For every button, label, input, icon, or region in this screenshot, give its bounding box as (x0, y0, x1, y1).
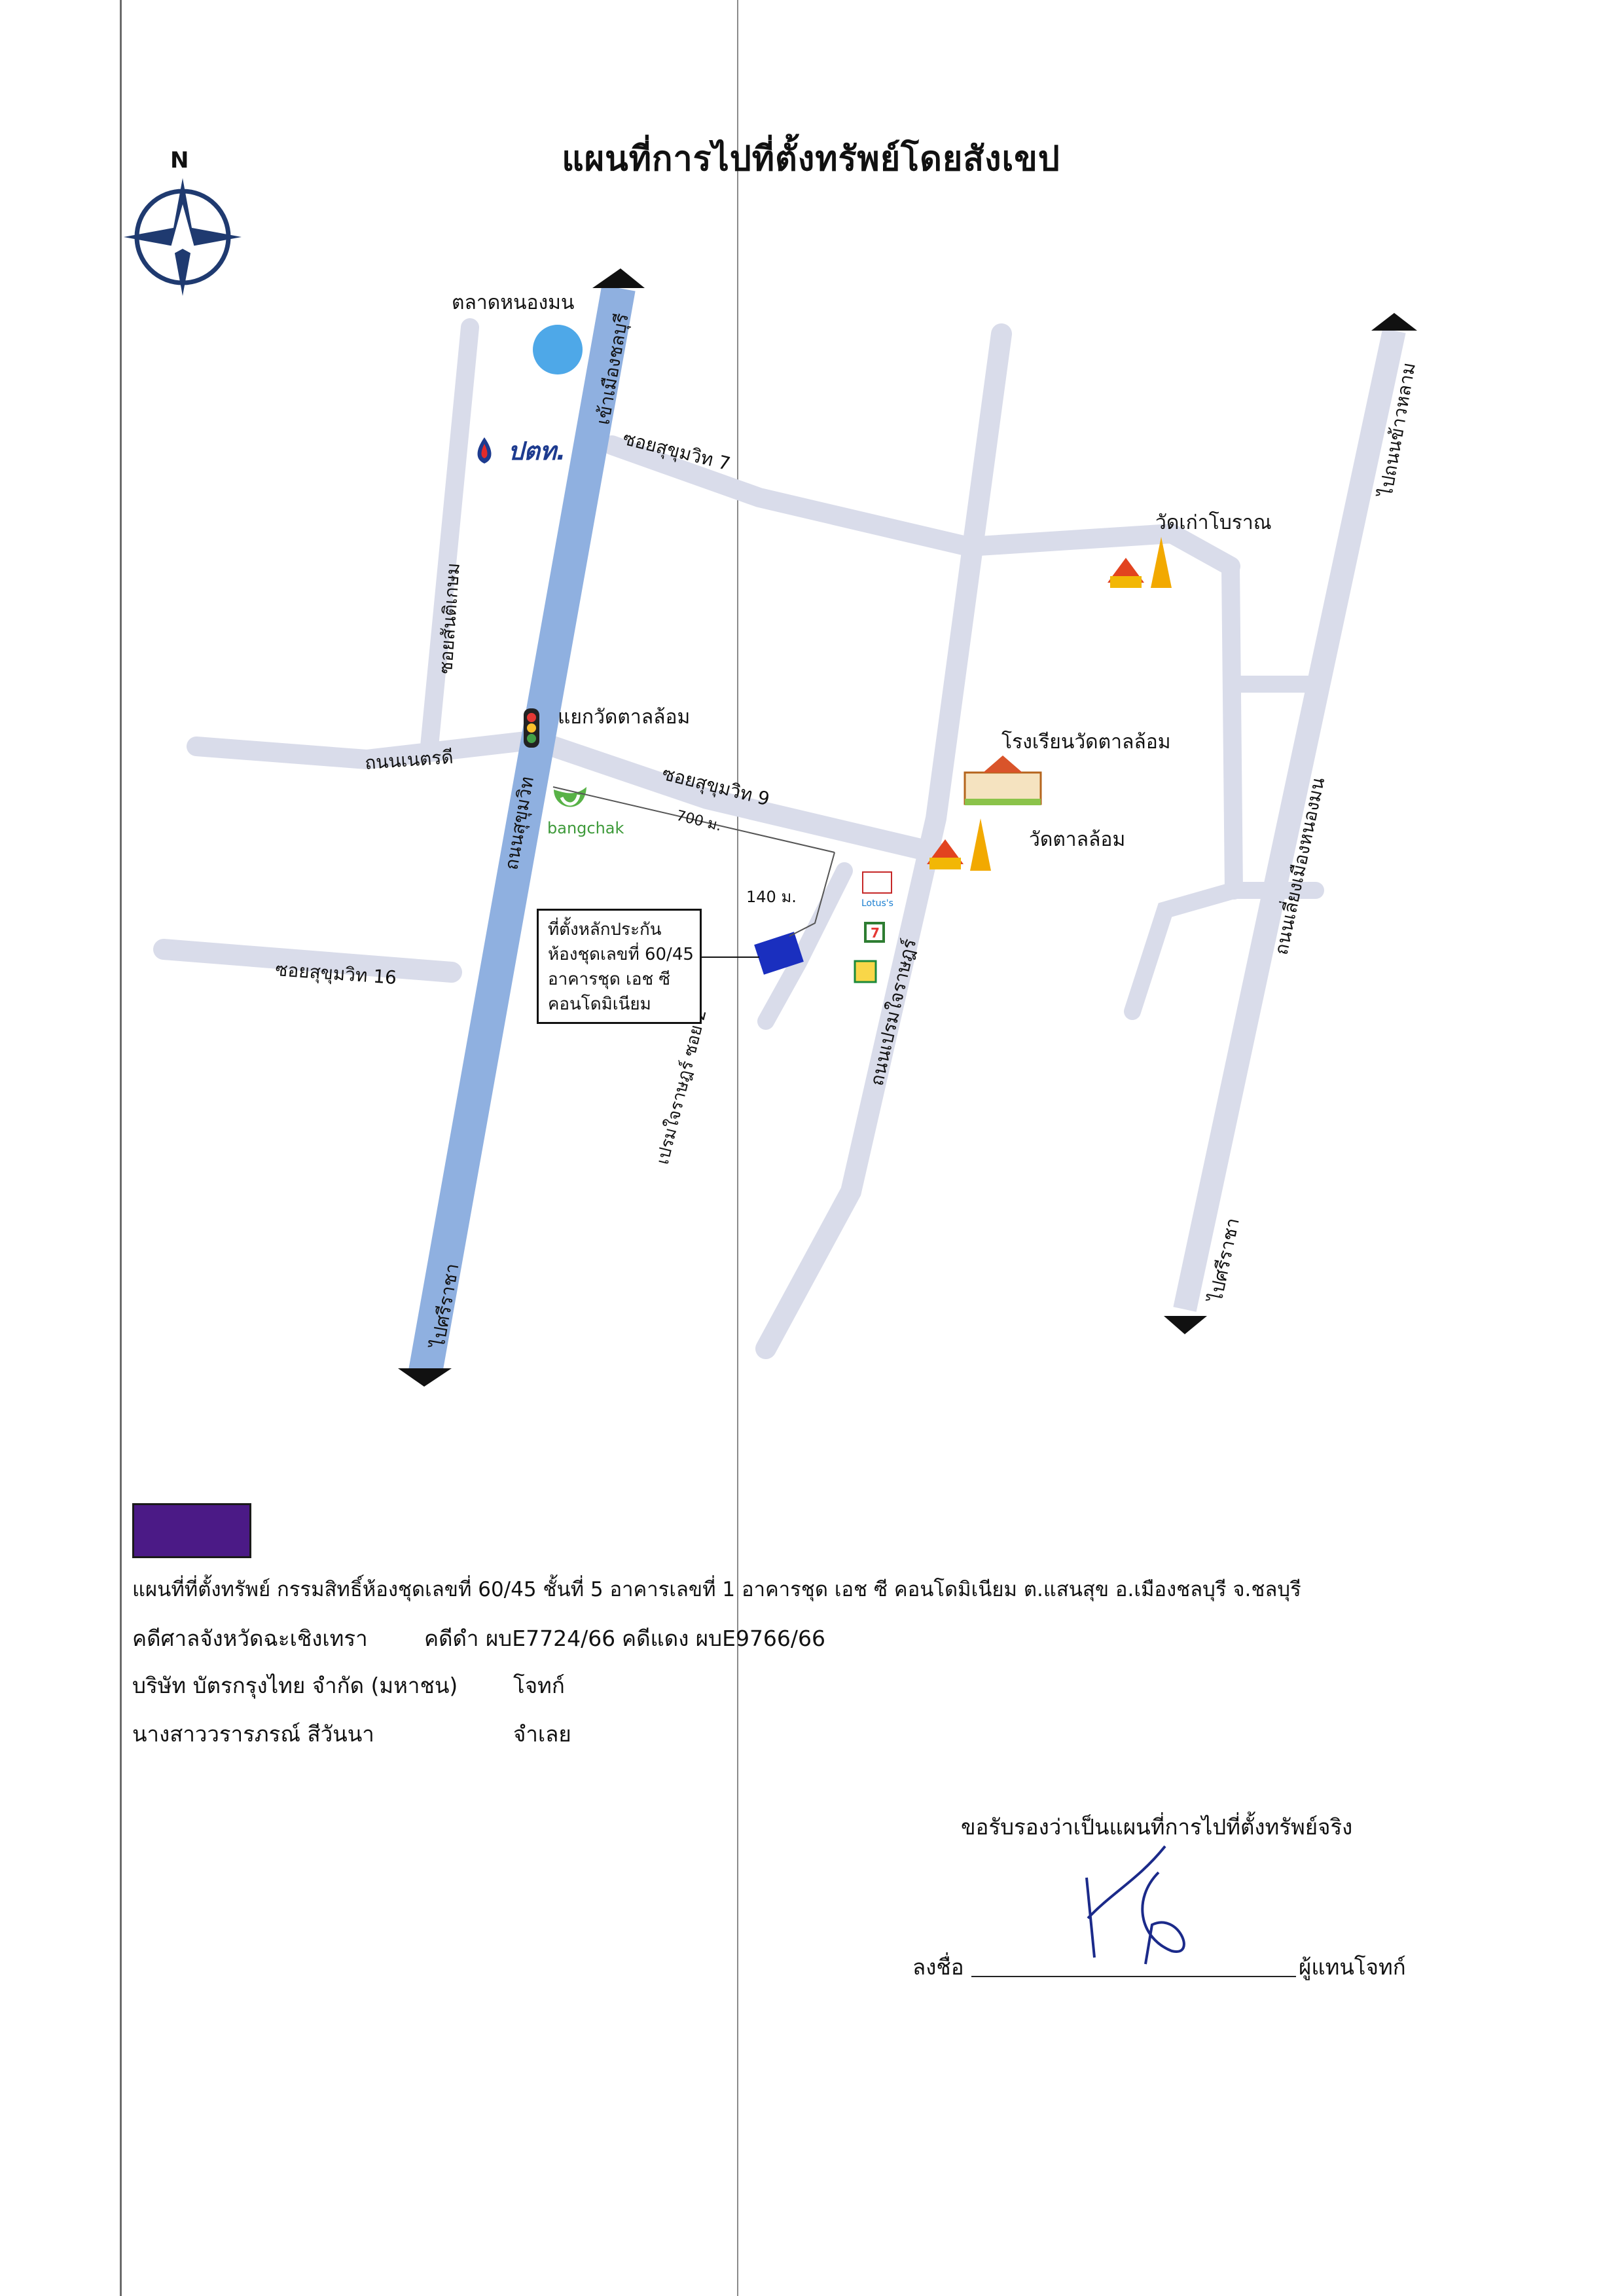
defendant-name: นางสาววรารภรณ์ สีวันนา (132, 1721, 374, 1747)
signature-line (971, 1976, 1296, 1977)
shop-icon (854, 960, 877, 983)
distance-700-label: 700 ม. (675, 808, 723, 835)
plaintiff-name: บริษัท บัตรกรุงไทย จำกัด (มหาชน) (132, 1673, 458, 1698)
svg-text:7: 7 (871, 925, 880, 941)
callout-line4: คอนโดมิเนียม (548, 994, 651, 1014)
red-case-label: คดีแดง ผบE9766/66 (622, 1626, 826, 1651)
callout-line3: อาคารชุด เอช ซี (548, 970, 671, 989)
soi-santikasem-road (420, 318, 479, 762)
compass-letter: N (170, 147, 189, 173)
right-loop-road (1221, 557, 1243, 900)
page-title: แผนที่การไปที่ตั้งทรัพย์โดยสังเขป (562, 139, 1060, 179)
ptt-logo-text: ปตท. (508, 437, 566, 465)
right-short-road (1124, 882, 1242, 1020)
wat-kao-boran-icon (1108, 537, 1172, 588)
seven-eleven-icon: 7 (864, 922, 885, 943)
signature-mark (1085, 1845, 1185, 1965)
netrdee-road (187, 730, 547, 770)
bangchak-logo-icon (554, 787, 586, 807)
market-icon (533, 325, 583, 374)
traffic-light-label: แยกวัดตาลล้อม (558, 706, 690, 729)
center-fold-line (737, 0, 738, 2296)
distance-line-140 (789, 852, 835, 937)
info-line1: แผนที่ที่ตั้งทรัพย์ กรรมสิทธิ์ห้องชุดเลข… (132, 1578, 1301, 1601)
left-margin-line (120, 0, 122, 2296)
wat-tan-lom-label: วัดตาลล้อม (1029, 828, 1125, 851)
wat-tan-lom-icon (927, 818, 991, 871)
property-marker (754, 932, 804, 975)
lotus-label: Lotus's (861, 898, 893, 909)
ptt-logo-icon (477, 437, 492, 464)
traffic-light-icon (524, 708, 539, 748)
defendant-role: จำเลย (513, 1721, 571, 1747)
property-callout: ที่ตั้งหลักประกัน ห้องชุดเลขที่ 60/45 อา… (537, 909, 702, 1024)
distance-140-label: 140 ม. (746, 888, 797, 906)
callout-line2: ห้องชุดเลขที่ 60/45 (548, 945, 694, 964)
side-roads (153, 318, 1324, 1359)
market-label: ตลาดหนองมน (452, 291, 574, 314)
prem-soi2-label: เปรมใจราษฎร์ ซอย 2 (653, 1008, 711, 1167)
sign-label: ลงชื่อ (912, 1954, 964, 1980)
prem-road (755, 323, 1012, 1359)
soi-sukhumvit-16-road (153, 939, 462, 983)
school-label: โรงเรียนวัดตาลล้อม (1001, 730, 1171, 754)
sukhumvit-main-road (408, 285, 636, 1375)
soi-sukhumvit-9-road (533, 733, 953, 865)
bangchak-logo-text: bangchak (547, 819, 624, 837)
certify-text: ขอรับรองว่าเป็นแผนที่การไปที่ตั้งทรัพย์จ… (961, 1814, 1353, 1840)
school-icon (964, 756, 1042, 805)
lotus-icon (862, 871, 892, 894)
plaintiff-role: โจทก์ (513, 1673, 565, 1698)
court-label: คดีศาลจังหวัดฉะเชิงเทรา (132, 1626, 368, 1651)
legend-swatch (132, 1503, 251, 1558)
callout-line1: ที่ตั้งหลักประกัน (548, 920, 662, 939)
bypass-road (1173, 328, 1406, 1312)
bypass-north-arrow (1371, 313, 1417, 331)
sukhumvit-south-arrow (398, 1368, 452, 1387)
wat-kao-boran-label: วัดเก่าโบราณ (1155, 511, 1272, 534)
compass-icon (124, 178, 242, 296)
distance-line-700 (552, 786, 835, 853)
representative-role: ผู้แทนโจทก์ (1299, 1954, 1406, 1980)
bypass-south-arrow (1164, 1316, 1207, 1334)
sukhumvit-north-arrow (592, 268, 645, 288)
black-case-label: คดีดำ ผบE7724/66 (424, 1626, 616, 1651)
